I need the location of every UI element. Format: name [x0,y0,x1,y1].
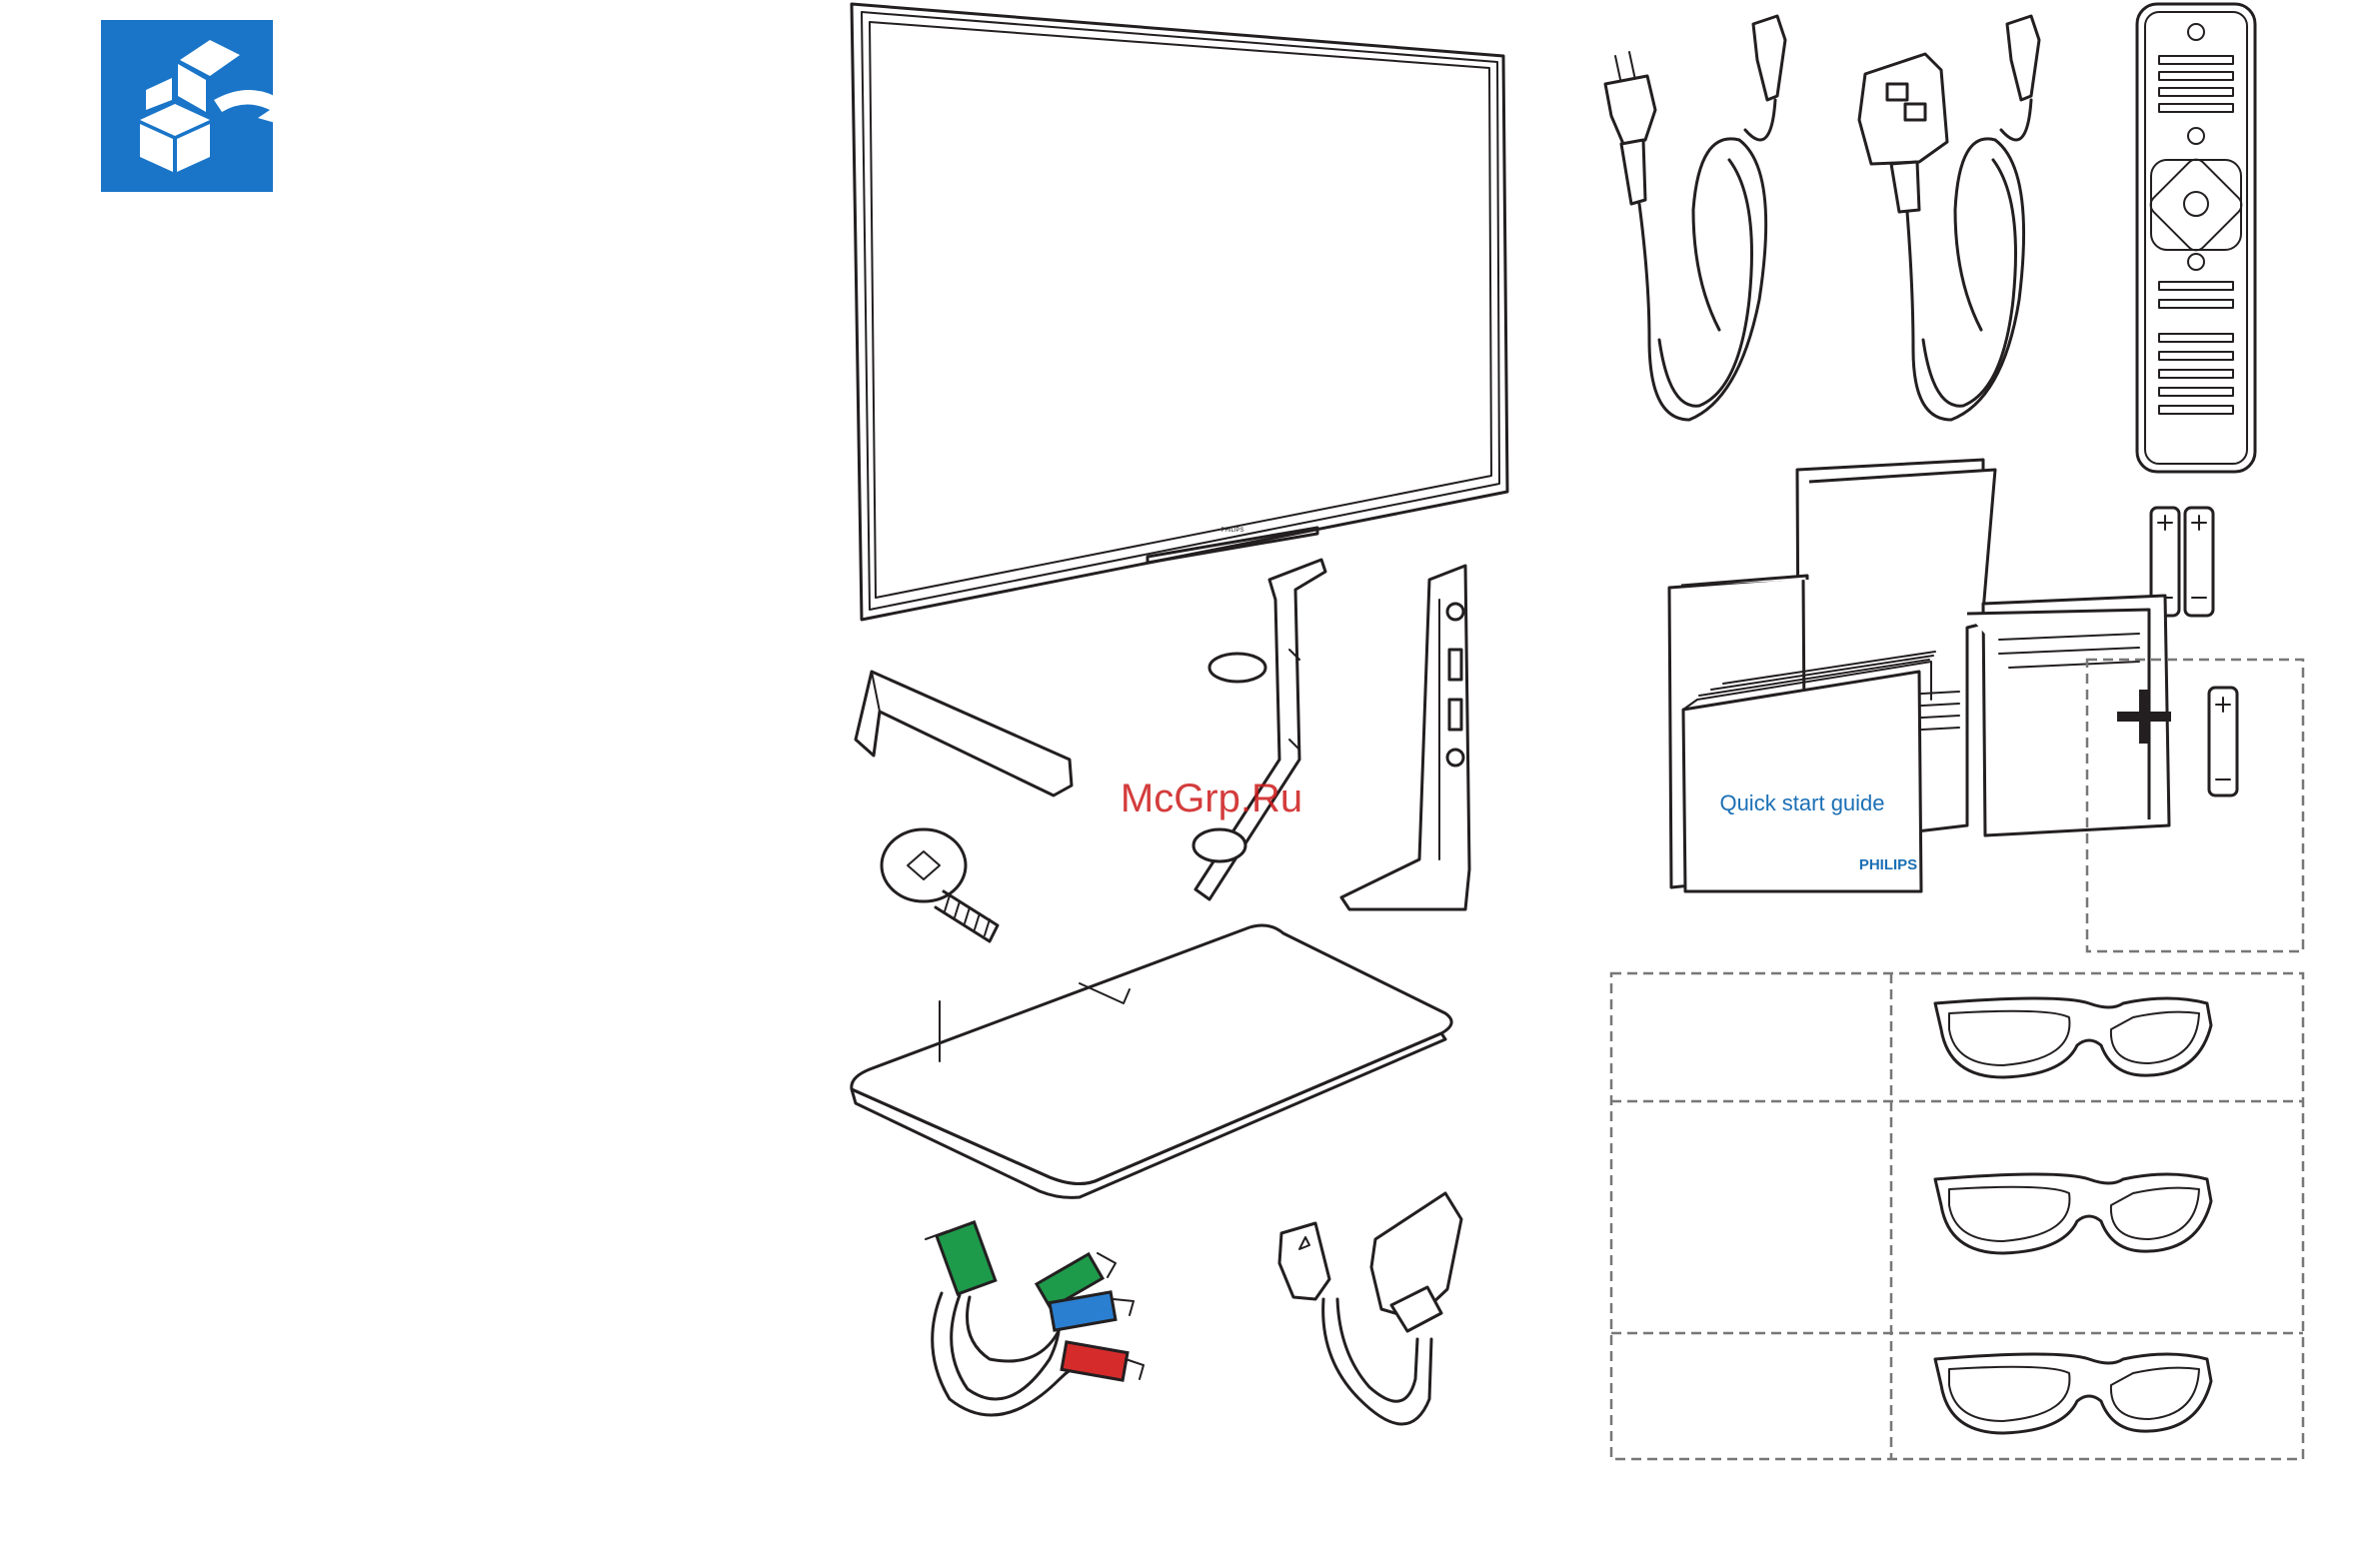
glasses-3 [1933,1352,2213,1435]
manuals: Quick start guide PHILIPS [1667,458,2171,893]
manual-brand-label: PHILIPS [1859,856,1917,873]
scart-cable [1277,1191,1463,1426]
optional-battery-box [2085,658,2305,953]
stand-neck-left [1191,558,1327,901]
unpacking-box-icon [101,20,300,192]
batteries [2149,506,2215,618]
remote-control [2135,2,2257,474]
plus-icon [2117,690,2171,744]
stand-base [850,923,1453,1199]
glasses-2 [1933,1172,2213,1255]
blue-plug [1048,1290,1118,1332]
tv-set: PHILIPS [850,2,1509,622]
stand-neck-right [1339,564,1471,911]
tv-brand-label: PHILIPS [1220,528,1243,534]
component-cable [925,1220,1145,1417]
allen-key [854,670,1074,797]
red-plug [1060,1340,1130,1382]
quick-start-guide-title: Quick start guide [1719,790,1884,815]
green-jack [935,1220,998,1296]
uk-power-cord [1857,14,2041,422]
eu-power-cord [1603,14,1787,422]
screw [880,827,1000,943]
glasses-table [1609,971,2305,1461]
watermark-text: McGrp.Ru [1121,777,1302,820]
green-plug [1034,1251,1106,1311]
glasses-1 [1933,996,2213,1079]
